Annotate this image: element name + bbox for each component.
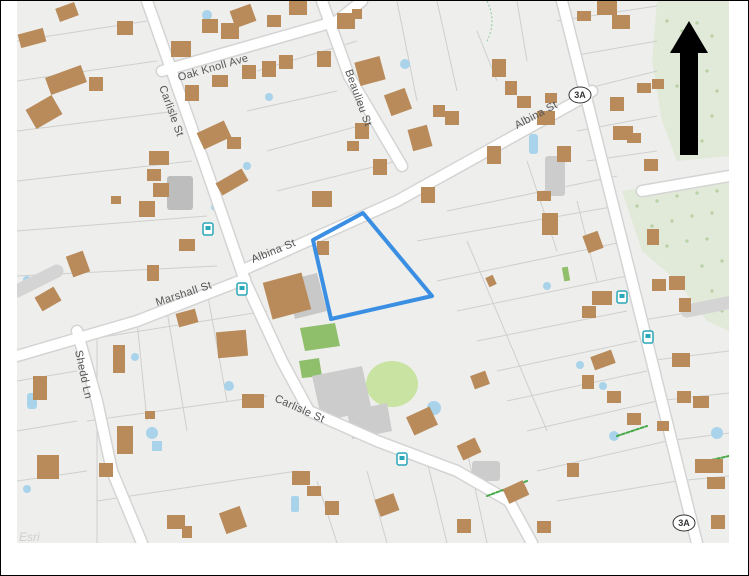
- highlighted-parcel[interactable]: [311, 211, 434, 321]
- map-canvas[interactable]: Oak Knoll Ave Beaulieu St Carlisle St Ca…: [17, 1, 729, 543]
- parcel-lines: [17, 1, 729, 543]
- route-shield-south-label: 3A: [678, 518, 690, 528]
- route-shield-north-label: 3A: [574, 90, 586, 100]
- route-shield-south: 3A: [672, 514, 696, 532]
- map-attribution: Esri: [19, 530, 40, 543]
- route-shield-north: 3A: [568, 86, 592, 104]
- buildings: [17, 1, 725, 538]
- park-areas: [299, 266, 571, 407]
- bus-stop-icons: [202, 222, 654, 466]
- north-arrow-icon: [670, 21, 708, 155]
- water-features: [23, 10, 723, 512]
- map-view[interactable]: Oak Knoll Ave Beaulieu St Carlisle St Ca…: [17, 1, 729, 543]
